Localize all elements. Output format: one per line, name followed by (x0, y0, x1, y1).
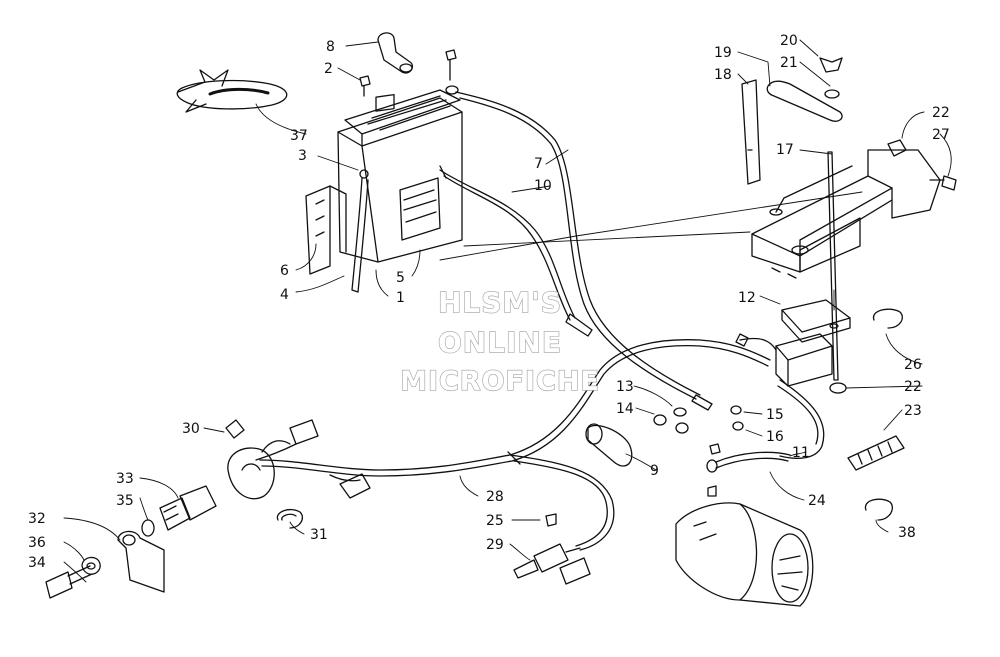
callout-26: 26 (904, 357, 922, 373)
battery-cap-8 (377, 32, 414, 74)
callout-10: 10 (534, 178, 552, 194)
tag-32 (117, 530, 165, 593)
nut-22-bottom (829, 382, 847, 394)
callout-3: 3 (298, 148, 307, 164)
battery-1 (337, 89, 463, 263)
callout-2: 2 (324, 61, 333, 77)
snap-ring-26 (872, 308, 903, 329)
washer-16 (732, 421, 744, 431)
callout-19: 19 (714, 45, 732, 61)
callout-27: 27 (932, 127, 950, 143)
callout-16: 16 (766, 429, 784, 445)
washer-14 (653, 414, 689, 434)
callout-9: 9 (650, 463, 659, 479)
callout-28: 28 (486, 489, 504, 505)
key-34 (45, 565, 93, 599)
strap-21 (766, 80, 843, 122)
connector-plug (255, 419, 371, 499)
washer-21 (824, 89, 840, 99)
strap-18 (741, 79, 761, 185)
screw-2 (359, 75, 371, 97)
snap-ring-38 (864, 498, 893, 521)
callout-31: 31 (310, 527, 328, 543)
nut-22-top (887, 139, 907, 157)
callout-1: 1 (396, 290, 405, 306)
callout-14: 14 (616, 401, 634, 417)
callout-21: 21 (780, 55, 798, 71)
watermark-line-2: ONLINE (437, 325, 563, 359)
heat-shrink-23 (847, 435, 905, 471)
callout-22-top: 22 (932, 105, 950, 121)
battery-bracket-6 (305, 185, 347, 275)
tray-rod (827, 151, 839, 381)
callout-labels: 8 2 37 3 6 4 5 1 7 10 19 18 20 21 22 27 … (28, 33, 950, 571)
watermark-line-3: MICROFICHE (399, 365, 600, 397)
callout-32: 32 (28, 511, 46, 527)
callout-22-bottom: 22 (904, 379, 922, 395)
vent-tube-4 (351, 169, 369, 293)
starter-motor (675, 502, 814, 607)
callout-38: 38 (898, 525, 916, 541)
decal-37 (176, 69, 288, 113)
wire-harness-28 (259, 339, 771, 551)
connector-30 (225, 419, 245, 439)
callout-20: 20 (780, 33, 798, 49)
boot-9 (585, 423, 633, 467)
battery-cable-10 (439, 165, 593, 337)
callout-13: 13 (616, 379, 634, 395)
battery-tray-17 (751, 149, 941, 279)
callout-30: 30 (182, 421, 200, 437)
nut-13 (673, 407, 687, 417)
watermark-line-1: HLSM'S (437, 285, 563, 319)
nut-36 (81, 556, 101, 575)
callout-8: 8 (326, 39, 335, 55)
callout-18: 18 (714, 67, 732, 83)
wingnut-20 (819, 57, 843, 73)
callout-25: 25 (486, 513, 504, 529)
callout-11: 11 (792, 445, 810, 461)
callout-35: 35 (116, 493, 134, 509)
screw-25 (545, 513, 557, 527)
connector-29 (513, 543, 591, 585)
washer-35 (141, 519, 155, 537)
callout-36: 36 (28, 535, 46, 551)
cable-24 (706, 451, 791, 473)
callout-15: 15 (766, 407, 784, 423)
snap-ring-31 (276, 508, 304, 529)
callout-23: 23 (904, 403, 922, 419)
reference-lines (439, 191, 863, 311)
callout-24: 24 (808, 493, 826, 509)
callout-17: 17 (776, 142, 794, 158)
cable-11 (777, 379, 825, 459)
nut-top (445, 49, 459, 95)
callout-6: 6 (280, 263, 289, 279)
callout-29: 29 (486, 537, 504, 553)
screw-27 (929, 175, 957, 191)
callout-4: 4 (280, 287, 289, 303)
callout-7: 7 (534, 156, 543, 172)
nut-cable (707, 443, 721, 497)
callout-34: 34 (28, 555, 46, 571)
leader-lines (63, 39, 952, 583)
callout-5: 5 (396, 270, 405, 286)
battery-cable-7 (455, 91, 713, 411)
callout-12: 12 (738, 290, 756, 306)
solenoid (735, 333, 833, 387)
callout-33: 33 (116, 471, 134, 487)
solenoid-bracket-12 (781, 299, 851, 343)
nut-15 (730, 405, 742, 415)
ignition-switch-33 (159, 440, 291, 531)
callout-37: 37 (290, 128, 308, 144)
